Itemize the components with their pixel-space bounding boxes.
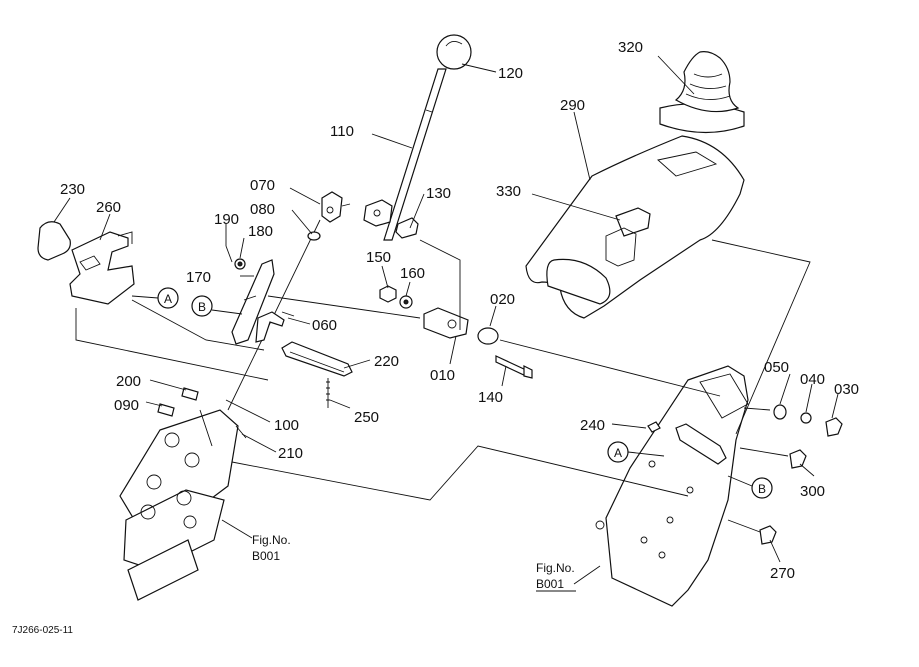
bolt-090 bbox=[157, 403, 175, 417]
label-150: 150 bbox=[366, 249, 391, 266]
label-240: 240 bbox=[580, 417, 605, 434]
svg-text:A: A bbox=[614, 446, 622, 460]
label-160: 160 bbox=[400, 265, 425, 282]
label-100: 100 bbox=[274, 417, 299, 434]
label-170: 170 bbox=[186, 269, 211, 286]
label-110: 110 bbox=[330, 123, 354, 140]
label-020: 020 bbox=[490, 291, 515, 308]
leader-lines bbox=[53, 55, 839, 585]
lever-shaft bbox=[383, 68, 447, 241]
label-060: 060 bbox=[312, 317, 337, 334]
washer-160 bbox=[399, 295, 413, 309]
clip-190 bbox=[225, 245, 233, 263]
bracket-170 bbox=[231, 259, 275, 345]
label-200: 200 bbox=[116, 373, 141, 390]
lever-060 bbox=[255, 311, 295, 343]
label-290: 290 bbox=[560, 97, 585, 114]
bolt-200 bbox=[181, 387, 199, 401]
label-090: 090 bbox=[114, 397, 139, 414]
fig-ref-left: Fig.No. B001 bbox=[252, 533, 291, 563]
label-130: 130 bbox=[426, 185, 451, 202]
washer-040 bbox=[800, 412, 812, 424]
pin-210 bbox=[235, 425, 247, 439]
label-070: 070 bbox=[250, 177, 275, 194]
label-230: 230 bbox=[60, 181, 85, 198]
spring-250 bbox=[326, 378, 330, 408]
svg-text:B001: B001 bbox=[536, 577, 564, 591]
label-330: 330 bbox=[496, 183, 521, 200]
label-190: 190 bbox=[214, 211, 239, 228]
callout-b-right: B bbox=[727, 475, 773, 499]
svg-text:Fig.No.: Fig.No. bbox=[252, 533, 291, 547]
washer-180 bbox=[234, 258, 246, 270]
callout-a-right: A bbox=[607, 441, 665, 463]
svg-text:B001: B001 bbox=[252, 549, 280, 563]
label-030: 030 bbox=[834, 381, 859, 398]
plate-220 bbox=[281, 341, 353, 377]
label-120: 120 bbox=[498, 65, 523, 82]
lever-240 bbox=[647, 421, 727, 465]
label-080: 080 bbox=[250, 201, 275, 218]
label-220: 220 bbox=[374, 353, 399, 370]
label-180: 180 bbox=[248, 223, 273, 240]
fig-ref-right: Fig.No. B001 bbox=[536, 561, 576, 592]
label-010: 010 bbox=[430, 367, 455, 384]
callout-a-left: A bbox=[131, 287, 179, 309]
label-040: 040 bbox=[800, 371, 825, 388]
label-050: 050 bbox=[764, 359, 789, 376]
washer-050 bbox=[773, 404, 787, 420]
label-300: 300 bbox=[800, 483, 825, 500]
assembly-lines bbox=[75, 239, 811, 533]
bolt-140 bbox=[495, 355, 533, 379]
svg-text:Fig.No.: Fig.No. bbox=[536, 561, 575, 575]
plate-330 bbox=[605, 207, 651, 267]
svg-text:B: B bbox=[198, 300, 206, 314]
joint-010 bbox=[423, 307, 469, 339]
bolt-300 bbox=[789, 449, 807, 469]
bolt-030 bbox=[825, 417, 843, 437]
grip-230 bbox=[37, 221, 71, 261]
bushing-020 bbox=[477, 327, 499, 345]
label-320: 320 bbox=[618, 39, 643, 56]
callout-b-left: B bbox=[191, 295, 243, 317]
label-250: 250 bbox=[354, 409, 379, 426]
label-140: 140 bbox=[478, 389, 503, 406]
svg-text:A: A bbox=[164, 292, 172, 306]
lever-knob bbox=[436, 34, 472, 70]
mounting-plate bbox=[595, 365, 749, 607]
nut-150 bbox=[379, 285, 397, 303]
label-210: 210 bbox=[278, 445, 303, 462]
boot-320 bbox=[659, 51, 745, 134]
label-270: 270 bbox=[770, 565, 795, 582]
bolt-270 bbox=[759, 525, 777, 545]
svg-text:B: B bbox=[758, 482, 766, 496]
control-valve bbox=[119, 409, 239, 601]
label-260: 260 bbox=[96, 199, 121, 216]
bracket-260 bbox=[69, 231, 135, 305]
drawing-id: 7J266-025-11 bbox=[12, 625, 73, 636]
washer-080 bbox=[307, 231, 321, 241]
